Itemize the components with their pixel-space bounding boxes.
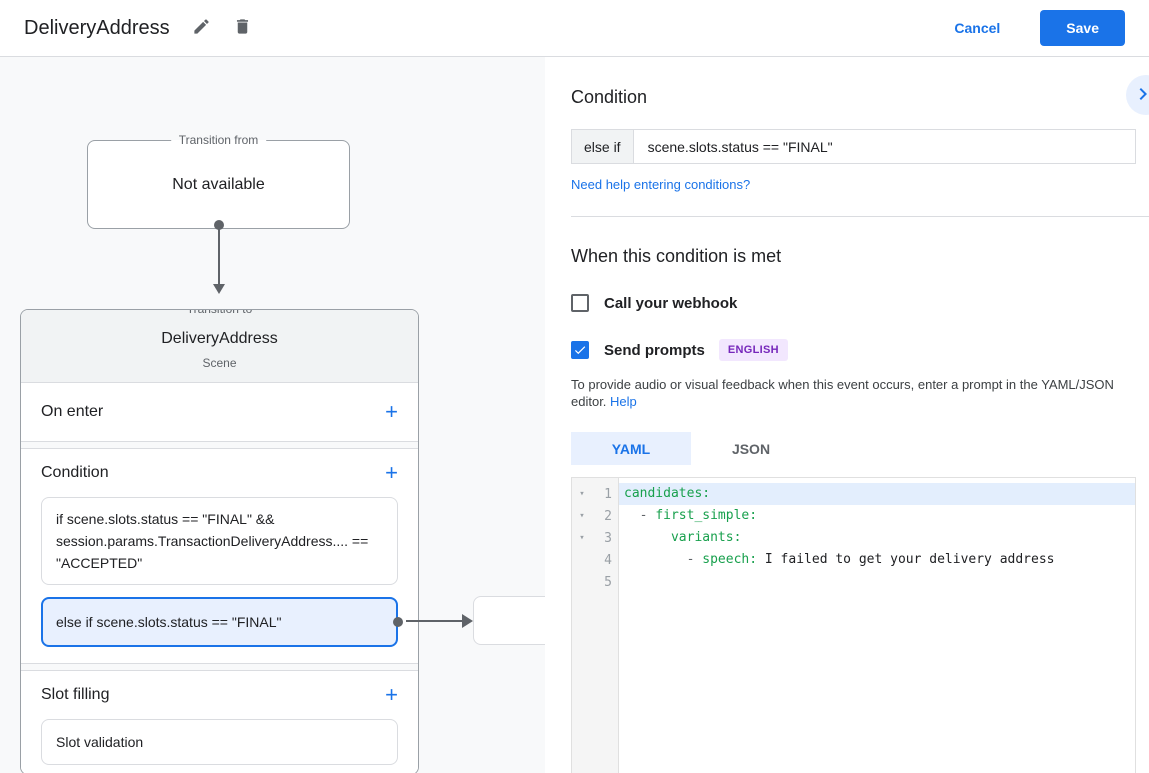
line-number: 2 <box>604 508 612 524</box>
condition-card[interactable]: if scene.slots.status == "FINAL" && sess… <box>41 497 398 585</box>
code-line[interactable]: ▾ 1 candidates: <box>572 483 1135 505</box>
chevron-right-icon <box>1131 82 1149 109</box>
add-condition-button[interactable]: + <box>385 460 398 485</box>
transition-to-box: Transition to DeliveryAddress Scene On e… <box>20 309 419 773</box>
code-line[interactable]: 4 - speech: I failed to get your deliver… <box>572 549 1135 571</box>
condition-card-selected[interactable]: else if scene.slots.status == "FINAL" <box>41 597 403 647</box>
panel-title: Condition <box>571 87 648 107</box>
line-number: 5 <box>604 574 612 590</box>
condition-card-text: else if scene.slots.status == "FINAL" <box>56 614 282 630</box>
webhook-row: Call your webhook <box>571 294 1136 312</box>
condition-input-row: else if <box>571 129 1136 164</box>
arrow-line <box>218 228 220 284</box>
send-prompts-row: Send prompts ENGLISH <box>571 339 1136 361</box>
webhook-checkbox[interactable] <box>571 294 589 312</box>
transition-arrow <box>213 220 225 295</box>
section-divider <box>21 663 418 671</box>
fold-triangle-down-icon[interactable]: ▾ <box>579 511 585 521</box>
trash-icon <box>233 17 252 39</box>
help-link[interactable]: Help <box>610 394 637 409</box>
yaml-code-editor[interactable]: ▾ 1 candidates: ▾ 2 - first_simple: ▾ 3 varian… <box>571 477 1136 773</box>
code-line[interactable]: 5 <box>572 571 1135 593</box>
send-prompts-checkbox[interactable] <box>571 341 589 359</box>
scene-name: DeliveryAddress <box>161 330 278 347</box>
arrow-head-icon <box>213 284 225 294</box>
code-text[interactable]: candidates: <box>619 483 1135 505</box>
tab-yaml[interactable]: YAML <box>571 432 691 465</box>
webhook-label: Call your webhook <box>604 294 738 312</box>
cancel-button[interactable]: Cancel <box>954 20 1001 36</box>
code-text[interactable]: - speech: I failed to get your delivery … <box>624 552 1055 567</box>
connector-arrow-head-icon <box>462 614 473 628</box>
pencil-icon <box>192 17 211 39</box>
scene-type: Scene <box>202 356 237 370</box>
fold-triangle-down-icon[interactable]: ▾ <box>579 489 585 499</box>
prompts-description: To provide audio or visual feedback when… <box>571 376 1133 410</box>
connector-dot <box>393 617 403 627</box>
code-line[interactable]: ▾ 2 - first_simple: <box>572 505 1135 527</box>
code-line[interactable]: ▾ 3 variants: <box>572 527 1135 549</box>
section-divider <box>21 441 418 449</box>
condition-connector-arrow <box>406 614 473 628</box>
slot-card[interactable]: Slot validation <box>41 719 398 765</box>
condition-help-link[interactable]: Need help entering conditions? <box>571 177 751 192</box>
fold-triangle-down-icon[interactable]: ▾ <box>579 533 585 543</box>
arrow-start-dot <box>214 220 224 230</box>
transition-from-box[interactable]: Transition from Not available <box>87 133 350 229</box>
editor-tabs: YAML JSON <box>571 432 1136 465</box>
tab-json[interactable]: JSON <box>731 440 771 457</box>
transition-from-content: Not available <box>172 175 265 193</box>
top-bar: DeliveryAddress Cancel Save <box>0 0 1149 57</box>
add-on-enter-button[interactable]: + <box>385 399 398 424</box>
add-slot-button[interactable]: + <box>385 682 398 707</box>
condition-edit-panel: Condition else if Need help entering con… <box>545 57 1149 773</box>
save-button[interactable]: Save <box>1040 10 1125 46</box>
panel-divider <box>571 216 1149 217</box>
on-enter-title: On enter <box>41 403 104 420</box>
line-number: 4 <box>604 552 612 568</box>
transition-target-box[interactable] <box>473 596 545 645</box>
condition-expression-input[interactable] <box>632 129 1136 164</box>
scene-header[interactable]: DeliveryAddress Scene <box>21 310 418 383</box>
collapse-panel-button[interactable] <box>1126 75 1149 115</box>
transition-from-label: Transition from <box>170 133 267 147</box>
transition-to-label: Transition to <box>178 310 261 316</box>
on-enter-section[interactable]: On enter + <box>21 383 418 441</box>
condition-section: Condition + if scene.slots.status == "FI… <box>21 449 418 663</box>
editor-gutter <box>572 478 619 773</box>
description-text: To provide audio or visual feedback when… <box>571 377 1114 409</box>
slot-filling-section: Slot filling + Slot validation Transacti… <box>21 671 418 773</box>
code-text[interactable]: variants: <box>670 530 742 545</box>
connector-line <box>406 620 463 622</box>
code-area: ▾ 1 candidates: ▾ 2 - first_simple: ▾ 3 varian… <box>572 478 1135 593</box>
condition-prefix: else if <box>571 129 633 164</box>
language-badge: ENGLISH <box>718 339 788 361</box>
edit-scene-button[interactable] <box>192 17 211 39</box>
condition-section-title: Condition <box>41 464 109 481</box>
delete-scene-button[interactable] <box>233 17 252 39</box>
line-number: 3 <box>604 530 612 546</box>
scene-diagram-canvas: Transition from Not available Transition… <box>0 57 545 773</box>
code-text[interactable]: - first_simple: <box>624 508 758 523</box>
page-title: DeliveryAddress <box>24 16 170 39</box>
send-prompts-label: Send prompts <box>604 341 705 359</box>
code-text[interactable] <box>619 571 1135 593</box>
when-met-title: When this condition is met <box>571 246 782 266</box>
line-number: 1 <box>604 486 612 502</box>
slot-filling-title: Slot filling <box>41 686 110 703</box>
